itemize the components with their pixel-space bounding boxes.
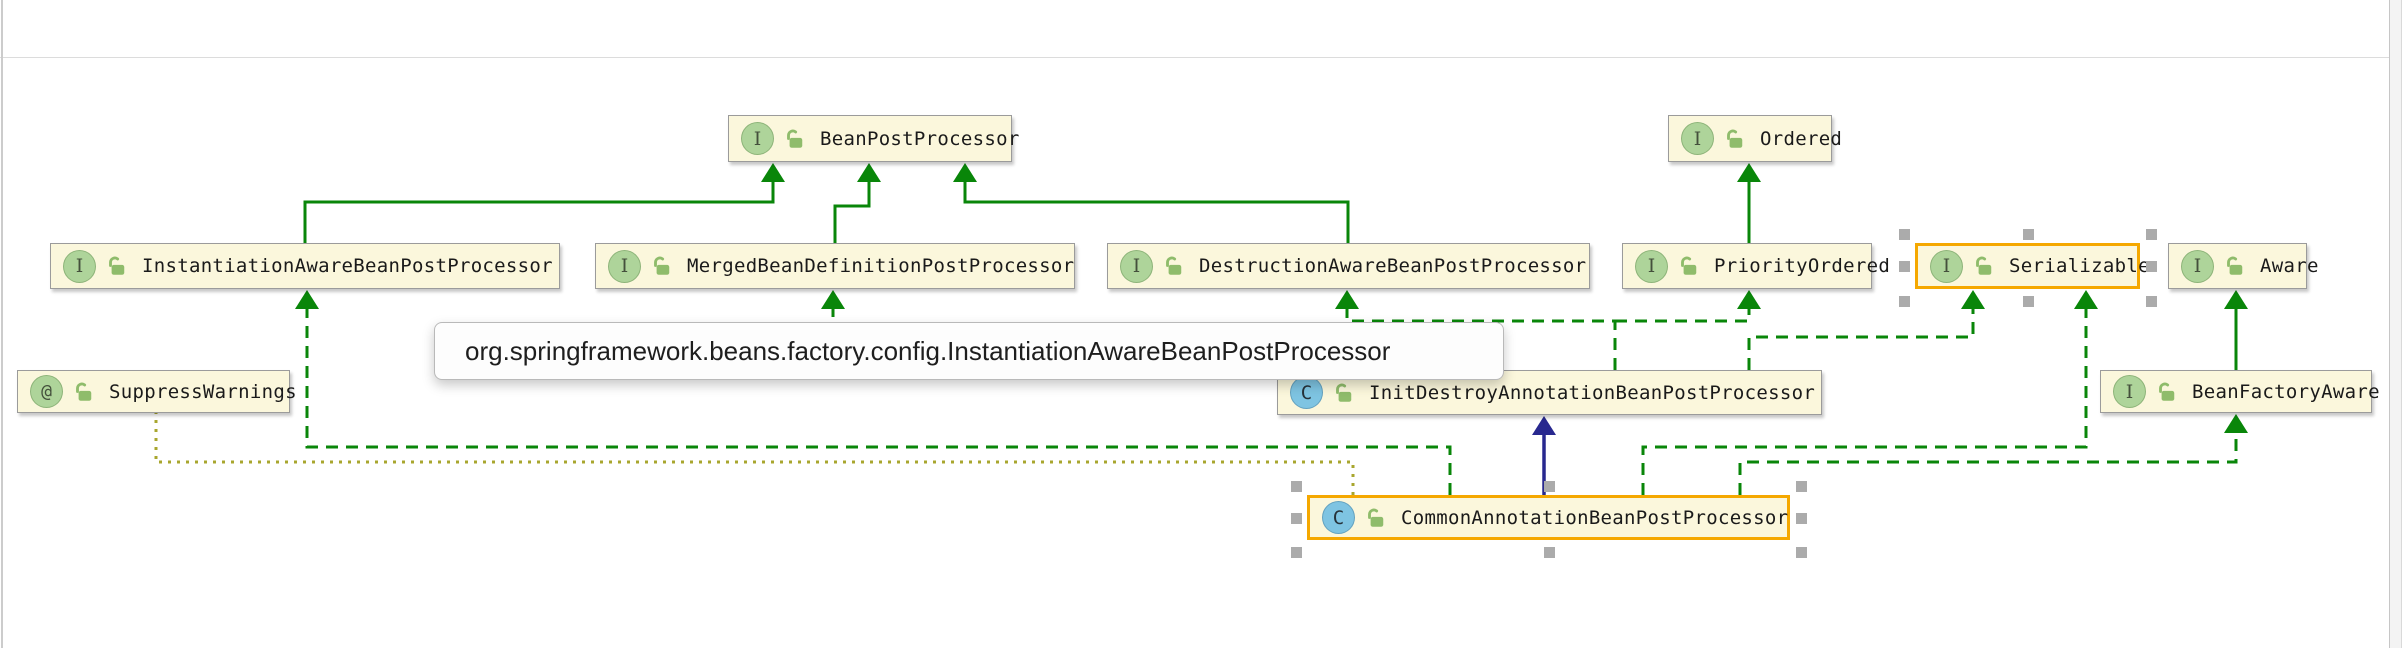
node-merged-bean-definition-post-processor[interactable]: I MergedBeanDefinitionPostProcessor: [595, 243, 1075, 289]
selection-handle[interactable]: [1796, 547, 1807, 558]
annotation-icon: @: [30, 375, 63, 408]
node-label: SuppressWarnings: [109, 380, 297, 403]
arrowhead-bean-post-processor: [857, 163, 881, 182]
lock-icon: [1727, 129, 1743, 148]
arrowhead-instantiation-aware-bean-post-processor: [295, 290, 319, 309]
interface-icon: I: [2181, 249, 2214, 283]
node-label: PriorityOrdered: [1714, 255, 1891, 277]
class-icon: C: [1290, 376, 1323, 409]
top-divider: [0, 57, 2402, 58]
lock-icon: [1681, 256, 1697, 275]
selection-handle[interactable]: [1899, 229, 1910, 240]
lock-icon: [1336, 383, 1352, 402]
arrowhead-bean-post-processor: [953, 163, 977, 182]
selection-handle[interactable]: [1796, 512, 1807, 524]
node-label: InitDestroyAnnotationBeanPostProcessor: [1369, 381, 1816, 404]
arrowhead-destruction-aware-bean-post-processor: [1335, 290, 1359, 309]
edge-instantiation-aware-bean-post-processor-to-bean-post-processor: [303, 180, 775, 243]
node-aware[interactable]: I Aware: [2168, 243, 2318, 289]
node-suppress-warnings[interactable]: @ SuppressWarnings: [17, 370, 297, 413]
arrowhead-bean-post-processor: [761, 163, 785, 182]
lock-icon: [787, 129, 803, 148]
node-label: InstantiationAwareBeanPostProcessor: [142, 255, 553, 277]
lock-icon: [2227, 256, 2243, 275]
node-priority-ordered[interactable]: I PriorityOrdered: [1622, 243, 1890, 289]
arrowhead-ordered: [1737, 163, 1761, 182]
selection-handle[interactable]: [1291, 547, 1302, 558]
arrowhead-bean-factory-aware: [2224, 414, 2248, 433]
left-divider: [1, 0, 3, 648]
edge-init-destroy-annotation-bean-post-processor-to-serializable: [1747, 307, 1975, 370]
node-serializable[interactable]: I Serializable: [1915, 243, 2150, 289]
selection-handle[interactable]: [2022, 229, 2034, 240]
interface-icon: I: [608, 249, 641, 283]
lock-icon: [1976, 256, 1992, 275]
interface-icon: I: [1930, 249, 1963, 283]
lock-icon: [1368, 508, 1384, 527]
edge-common-annotation-bean-post-processor-to-suppress-warnings: [154, 413, 1355, 495]
node-label: BeanFactoryAware: [2192, 380, 2380, 403]
selection-handle[interactable]: [1796, 481, 1807, 492]
arrowhead-merged-bean-definition-post-processor: [821, 290, 845, 309]
selection-handle[interactable]: [2146, 229, 2157, 240]
lock-icon: [2159, 382, 2175, 401]
interface-icon: I: [1120, 249, 1153, 283]
selection-handle[interactable]: [1291, 481, 1302, 492]
node-label: Serializable: [2009, 255, 2150, 277]
selection-handle[interactable]: [2146, 261, 2157, 272]
interface-icon: I: [2113, 375, 2146, 408]
selection-handle[interactable]: [2146, 296, 2157, 307]
edge-destruction-aware-bean-post-processor-to-bean-post-processor: [963, 180, 1350, 243]
tooltip: org.springframework.beans.factory.config…: [434, 322, 1504, 380]
node-bean-post-processor[interactable]: I BeanPostProcessor: [728, 115, 1019, 162]
tooltip-text: org.springframework.beans.factory.config…: [465, 335, 1391, 366]
interface-icon: I: [741, 122, 774, 155]
arrowhead-aware: [2224, 290, 2248, 309]
node-label: CommonAnnotationBeanPostProcessor: [1401, 506, 1789, 529]
vertical-scrollbar[interactable]: [2389, 0, 2402, 648]
selection-handle[interactable]: [1543, 547, 1555, 558]
node-label: DestructionAwareBeanPostProcessor: [1199, 255, 1587, 277]
selection-handle[interactable]: [1543, 481, 1555, 492]
lock-icon: [1166, 256, 1182, 275]
interface-icon: I: [1681, 122, 1714, 155]
edge-merged-bean-definition-post-processor-to-bean-post-processor: [833, 180, 871, 243]
lock-icon: [654, 256, 670, 275]
node-bean-factory-aware[interactable]: I BeanFactoryAware: [2100, 370, 2380, 413]
node-label: Aware: [2260, 255, 2319, 277]
interface-icon: I: [63, 249, 96, 283]
node-destruction-aware-bean-post-processor[interactable]: I DestructionAwareBeanPostProcessor: [1107, 243, 1590, 289]
selection-handle[interactable]: [1899, 296, 1910, 307]
node-instantiation-aware-bean-post-processor[interactable]: I InstantiationAwareBeanPostProcessor: [50, 243, 560, 289]
arrowhead-serializable: [2074, 290, 2098, 309]
edge-init-destroy-annotation-bean-post-processor-to-priority-ordered: [1615, 307, 1751, 323]
selection-handle[interactable]: [1291, 512, 1302, 524]
arrowhead-priority-ordered: [1737, 290, 1761, 309]
node-label: MergedBeanDefinitionPostProcessor: [687, 255, 1075, 277]
node-ordered[interactable]: I Ordered: [1668, 115, 1842, 162]
selection-handle[interactable]: [2022, 296, 2034, 307]
node-label: Ordered: [1760, 127, 1843, 150]
arrowhead-init-destroy-annotation-bean-post-processor: [1532, 416, 1556, 435]
lock-icon: [76, 382, 92, 401]
class-icon: C: [1322, 501, 1355, 534]
selection-handle[interactable]: [1899, 261, 1910, 272]
node-label: BeanPostProcessor: [820, 127, 1020, 150]
node-common-annotation-bean-post-processor[interactable]: C CommonAnnotationBeanPostProcessor: [1307, 495, 1790, 540]
lock-icon: [109, 256, 125, 275]
edge-common-annotation-bean-post-processor-to-bean-factory-aware: [1738, 431, 2238, 495]
interface-icon: I: [1635, 249, 1668, 283]
arrowhead-serializable: [1961, 290, 1985, 309]
